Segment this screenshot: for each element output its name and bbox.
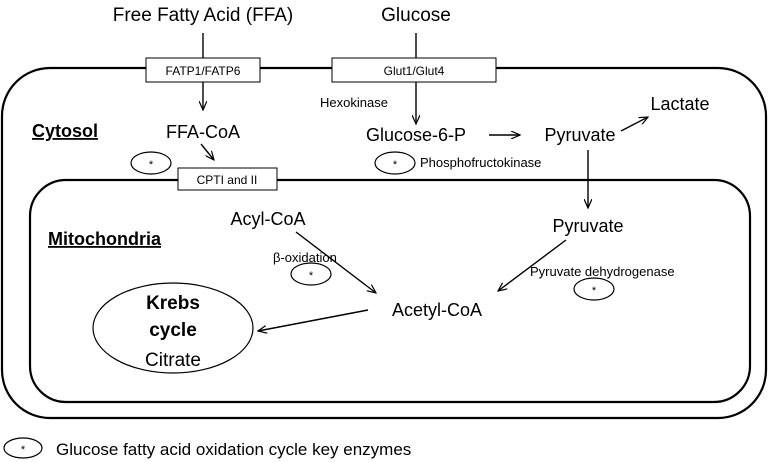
cpt-transporter-box [177,167,278,191]
cpt-enzyme-marker-star: * [149,159,154,171]
glut-transporter-box [331,57,497,83]
pyruvate-to-lactate-arrow [620,117,648,132]
hexokinase-label: Hexokinase [320,95,388,110]
pdh-label: Pyruvate dehydrogenase [530,264,675,279]
beta-oxidation-enzyme-marker [290,262,332,286]
beta-oxidation-label: β-oxidation [273,250,337,265]
cytosol-title: Cytosol [32,121,98,141]
ffa-label: Free Fatty Acid (FFA) [113,5,294,26]
phosphofructokinase-label: Phosphofructokinase [420,155,541,170]
cpt-enzyme-marker [130,151,172,175]
krebs-cycle-title-line1: Krebs [146,293,200,314]
krebs-cycle-ellipse [92,282,254,374]
mitochondria-title: Mitochondria [48,229,162,249]
fatp-transporter-box [145,57,261,83]
acyl-coa-node: Acyl-CoA [230,209,305,229]
pfk-enzyme-marker-star: * [393,159,398,171]
krebs-cycle-title-line2: cycle [149,320,197,341]
acetylcoa-to-krebs-arrow [258,309,369,331]
glucose-6-p-node: Glucose-6-P [366,125,466,145]
fatp-transporter-label: FATP1/FATP6 [166,64,241,78]
ffa-coa-node: FFA-CoA [166,122,240,142]
cytosol-pyruvate-node: Pyruvate [544,125,615,145]
ffacoa-to-cpt-arrow [200,143,214,160]
pfk-enzyme-marker [374,151,416,175]
legend-enzyme-marker [3,437,43,459]
legend-text: Glucose fatty acid oxidation cycle key e… [56,440,411,459]
glut-transporter-label: Glut1/Glut4 [384,64,445,78]
legend-marker-star: * [21,444,26,456]
pdh-enzyme-marker [573,277,615,301]
citrate-node: Citrate [145,350,201,371]
lactate-node: Lactate [650,94,709,114]
pdh-marker-star: * [592,285,597,297]
mito-pyruvate-node: Pyruvate [552,216,623,236]
glucose-label: Glucose [381,5,451,26]
mitochondrial-membrane [28,178,752,404]
acetyl-coa-node: Acetyl-CoA [392,300,482,320]
cpt-transporter-label: CPTI and II [197,173,258,187]
acylcoa-to-acetylcoa-arrow [295,231,376,293]
beta-oxidation-marker-star: * [309,270,314,282]
pyruvate-to-acetylcoa-arrow [498,239,567,291]
